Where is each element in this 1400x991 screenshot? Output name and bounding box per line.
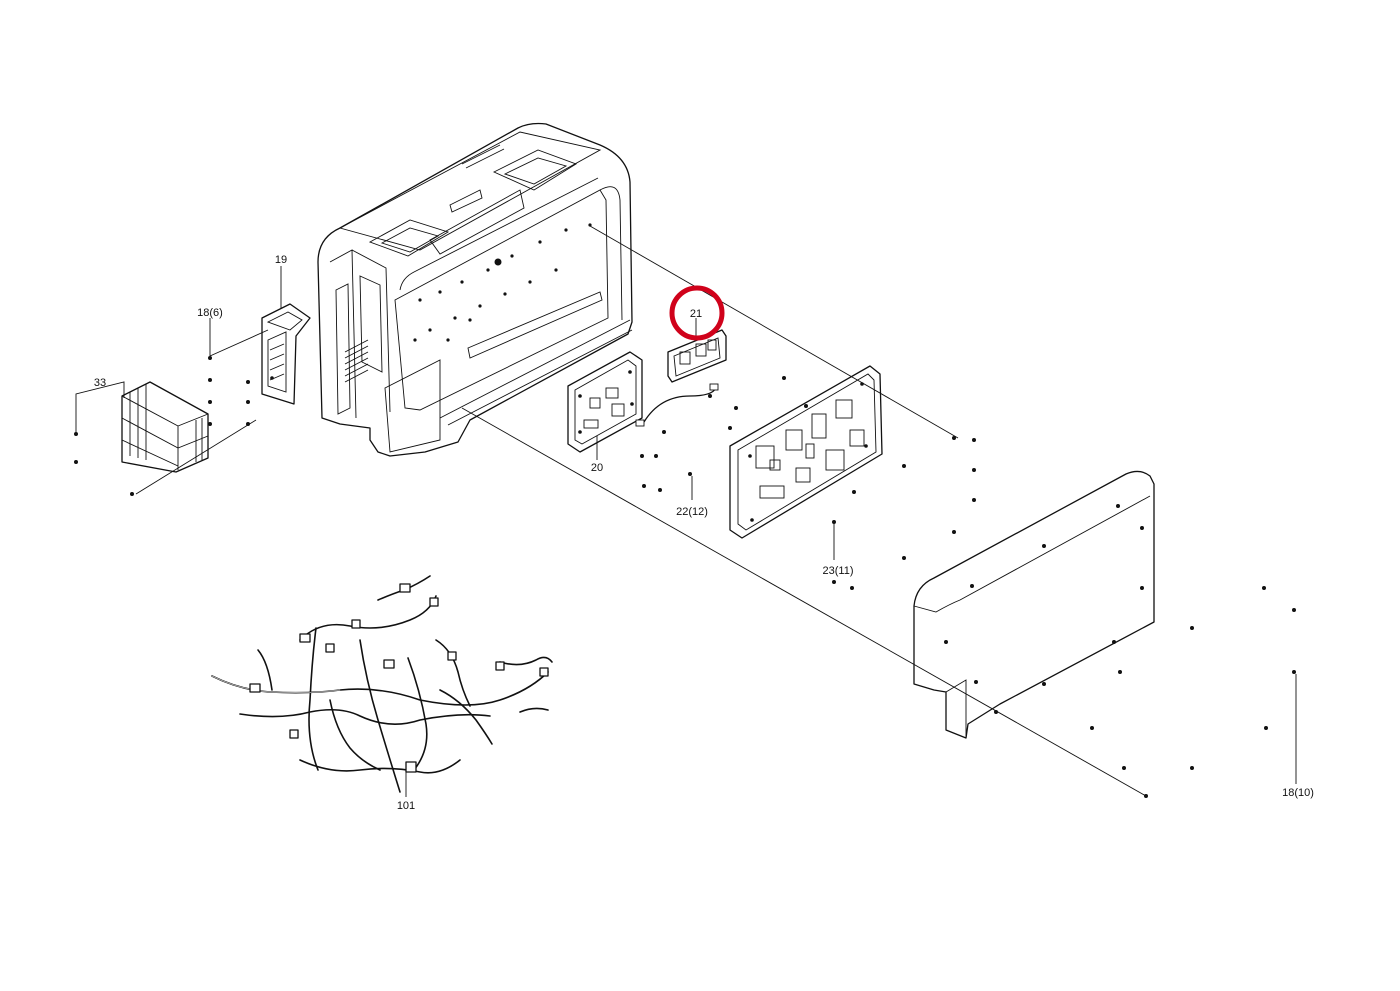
loose-screws	[74, 356, 1296, 798]
callout-21[interactable]: 21	[690, 308, 702, 320]
part-101-wiring-harness[interactable]	[211, 575, 553, 793]
callout-labels: 19 18(6) 33 21 20 22(12) 23(11) 101 18(1…	[94, 254, 1314, 812]
callout-19[interactable]: 19	[275, 254, 287, 266]
callout-23-11[interactable]: 23(11)	[823, 565, 854, 577]
part-20-board[interactable]	[567, 351, 643, 453]
highlight-circle	[669, 285, 725, 341]
callout-33[interactable]: 33	[94, 377, 106, 389]
callout-101[interactable]: 101	[397, 800, 415, 812]
callout-leaders	[75, 266, 1297, 797]
housing-holes	[413, 223, 592, 342]
callout-20[interactable]: 20	[591, 462, 603, 474]
callout-18-6[interactable]: 18(6)	[197, 307, 223, 319]
main-control-board[interactable]	[729, 365, 883, 539]
callout-22-12[interactable]: 22(12)	[676, 506, 708, 518]
cable	[635, 383, 719, 427]
assembly-lines	[135, 225, 1147, 797]
part-33-cage[interactable]	[121, 381, 209, 473]
callout-18-10[interactable]: 18(10)	[1282, 787, 1314, 799]
part-19-bracket[interactable]	[261, 303, 311, 405]
side-cover-panel[interactable]	[913, 470, 1155, 739]
main-housing	[317, 122, 633, 457]
panel-holes	[944, 504, 1144, 686]
part-21-module[interactable]	[667, 329, 727, 383]
